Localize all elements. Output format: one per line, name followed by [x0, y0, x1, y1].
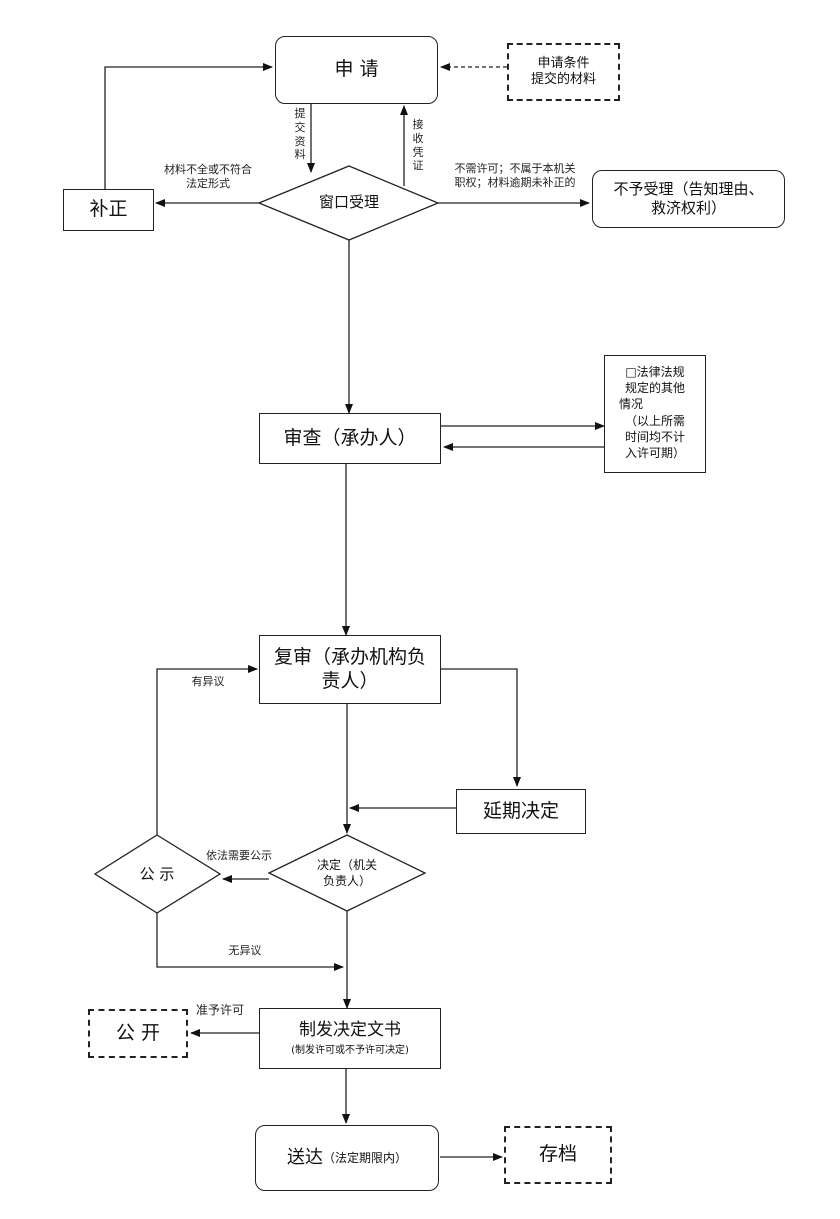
deliver-box: 送达 （法定期限内） — [255, 1125, 439, 1191]
apply-box: 申 请 — [275, 36, 438, 104]
issue-doc-box: 制发决定文书 (制发许可或不予许可决定) — [259, 1008, 441, 1069]
publicity-label: 公 示 — [139, 865, 175, 884]
review-label: 审查（承办人） — [283, 426, 417, 449]
other-cases-line3: 情况 — [619, 397, 644, 412]
review-box: 审查（承办人） — [259, 413, 441, 464]
arrow-no-objection — [156, 913, 344, 971]
archive-label: 存档 — [538, 1143, 577, 1166]
apply-conditions-box: 申请条件 提交的材料 — [507, 43, 620, 101]
grant-label: 准予许可 — [195, 1003, 244, 1017]
decision-line1: 决定（机关 — [316, 858, 377, 873]
arrow-to-extend — [441, 668, 521, 787]
other-cases-line1: □法律法规 — [625, 365, 685, 379]
other-cases-box: □法律法规 规定的其他 情况 （以上所需 时间均不计 入许可期） — [604, 355, 706, 473]
correction-box: 补正 — [63, 189, 154, 231]
re-review-box: 复审（承办机构负 责人） — [259, 635, 441, 704]
decision-label: 决定（机关 负责人） — [290, 855, 404, 893]
archive-box: 存档 — [504, 1126, 612, 1184]
extend-box: 延期决定 — [456, 789, 586, 834]
deliver-label: 送达 — [286, 1146, 323, 1168]
no-objection-label: 无异议 — [228, 944, 262, 957]
not-accept-label: 不需许可；不属于本机关职权；材料逾期未补正的 — [454, 162, 576, 190]
other-cases-line5: 时间均不计 — [624, 429, 685, 444]
arrow-correction-back — [104, 63, 273, 189]
reject-line1: 不予受理（告知理由、 — [613, 180, 764, 199]
decision-line2: 负责人） — [322, 874, 371, 888]
apply-label: 申 请 — [334, 58, 379, 81]
deliver-note: （法定期限内） — [322, 1150, 407, 1165]
receipt-label: 接收 凭证 — [412, 118, 424, 173]
correction-label: 补正 — [89, 198, 128, 221]
reject-line2: 救济权利） — [650, 199, 726, 217]
incomplete-label: 材料不全或不符合法定形式 — [164, 163, 252, 191]
other-cases-line2: 规定的其他 — [624, 381, 685, 396]
need-publicity-label: 依法需要公示 — [206, 849, 272, 862]
submit-label: 提交 资料 — [294, 107, 306, 162]
open-label: 公 开 — [115, 1021, 161, 1044]
arrow-objection — [156, 665, 258, 835]
apply-conditions-line2: 提交的材料 — [530, 72, 596, 87]
open-box: 公 开 — [88, 1009, 188, 1058]
apply-conditions-line1: 申请条件 — [537, 55, 590, 71]
extend-label: 延期决定 — [482, 799, 559, 822]
objection-label: 有异议 — [191, 675, 225, 688]
issue-doc-note: (制发许可或不予许可决定) — [291, 1044, 409, 1056]
re-review-line2: 责人） — [321, 669, 379, 692]
re-review-line1: 复审（承办机构负 — [273, 645, 426, 668]
reject-box: 不予受理（告知理由、 救济权利） — [592, 170, 785, 228]
other-cases-line6: 入许可期） — [624, 445, 685, 460]
issue-doc-label: 制发决定文书 — [299, 1019, 401, 1040]
other-cases-line4: （以上所需 — [624, 413, 685, 428]
window-accept-label: 窗口受理 — [318, 193, 379, 212]
